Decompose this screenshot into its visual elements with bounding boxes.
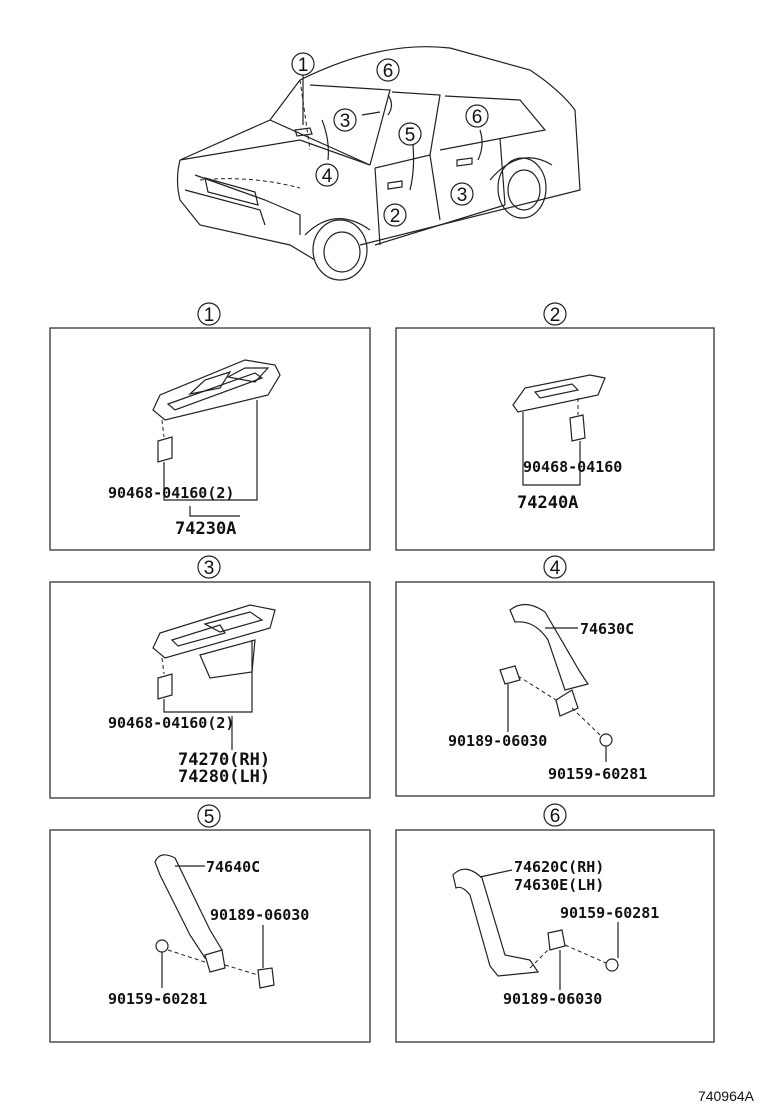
panel-6: 6 74620C(RH) 74630E(LH) 90159-60281 9018… — [395, 803, 715, 1043]
screw-part — [599, 733, 613, 747]
assist-grip-74640C — [154, 854, 223, 959]
clip-part — [257, 967, 275, 989]
panel-6-frame — [395, 829, 715, 1043]
part-number-90159-60281: 90159-60281 — [108, 990, 207, 1008]
part-number-90159-60281: 90159-60281 — [560, 904, 659, 922]
callout-6-front: 6 — [376, 58, 400, 82]
svg-text:1: 1 — [298, 55, 309, 76]
callout-5: 5 — [398, 122, 422, 146]
screw-part — [605, 958, 619, 972]
part-number-90189-06030: 90189-06030 — [448, 732, 547, 750]
panel-4-index: 4 — [550, 558, 561, 579]
callout-4: 4 — [315, 163, 339, 187]
panel-2: 2 90468-04160 74240A — [395, 302, 715, 551]
panel-5-frame — [49, 829, 371, 1043]
callout-6-rear: 6 — [465, 104, 489, 128]
part-number-74280-LH: 74280(LH) — [178, 767, 270, 787]
diagram-reference-number: 740964A — [698, 1088, 755, 1104]
clip-part — [547, 929, 566, 951]
svg-text:2: 2 — [390, 206, 401, 227]
clip-part — [569, 414, 586, 442]
part-number-74630E-LH: 74630E(LH) — [514, 876, 604, 894]
part-number-90189-06030: 90189-06030 — [210, 906, 309, 924]
panel-4: 4 74630C 90189-06030 90159-60281 — [395, 555, 715, 797]
part-number-90468-04160-2: 90468-04160(2) — [108, 714, 234, 732]
callout-3-rear: 3 — [450, 182, 474, 206]
part-number-74620C-RH: 74620C(RH) — [514, 858, 604, 876]
part-number-74270-RH: 74270(RH) — [178, 750, 270, 770]
panel-6-index: 6 — [550, 806, 561, 827]
panel-6-index-circle — [543, 803, 567, 827]
svg-text:3: 3 — [457, 185, 468, 206]
window-switch-assembly — [152, 359, 281, 421]
panel-4-index-circle — [543, 555, 567, 579]
part-number-90159-60281: 90159-60281 — [548, 765, 647, 783]
panel-2-frame — [395, 327, 715, 551]
panel-1-index: 1 — [204, 305, 215, 326]
panel-2-index: 2 — [550, 305, 561, 326]
part-number-90189-06030: 90189-06030 — [503, 990, 602, 1008]
callout-3-front: 3 — [333, 108, 357, 132]
screw-part — [155, 939, 169, 953]
car-overview: 1 6 3 5 6 4 2 3 — [176, 46, 581, 281]
svg-text:6: 6 — [383, 61, 394, 82]
assist-grip-74630C — [509, 603, 589, 691]
panel-3: 3 90468-04160(2) 74270(RH) 74280(LH) — [49, 555, 371, 799]
panel-1: 1 90468-04160(2) 74230A — [49, 302, 371, 551]
part-number-90468-04160: 90468-04160 — [523, 458, 622, 476]
panel-1-index-circle — [197, 302, 221, 326]
svg-text:5: 5 — [405, 125, 416, 146]
svg-text:3: 3 — [340, 111, 351, 132]
part-number-74630C: 74630C — [580, 620, 634, 638]
part-number-74240A: 74240A — [517, 493, 578, 513]
part-number-74230A: 74230A — [175, 519, 236, 539]
panel-3-index: 3 — [204, 558, 215, 579]
clip-part — [157, 673, 173, 700]
panel-2-index-circle — [543, 302, 567, 326]
part-number-74640C: 74640C — [206, 858, 260, 876]
panel-4-frame — [395, 581, 715, 797]
assist-grip-74620C — [452, 868, 540, 977]
callout-1: 1 — [291, 52, 315, 125]
callout-2: 2 — [383, 203, 407, 227]
panel-1-frame — [49, 327, 371, 551]
panel-3-frame — [49, 581, 371, 799]
svg-text:6: 6 — [472, 107, 483, 128]
panel-3-index-circle — [197, 555, 221, 579]
svg-text:4: 4 — [322, 166, 333, 187]
panel-5-index-circle — [197, 804, 221, 828]
part-number-90468-04160-2: 90468-04160(2) — [108, 484, 234, 502]
clip-part — [499, 665, 521, 685]
panel-5-index: 5 — [204, 807, 215, 828]
panel-5: 5 74640C 90189-06030 90159-60281 — [49, 804, 371, 1043]
window-switch-assembly — [152, 604, 276, 659]
clip-part — [157, 436, 173, 463]
